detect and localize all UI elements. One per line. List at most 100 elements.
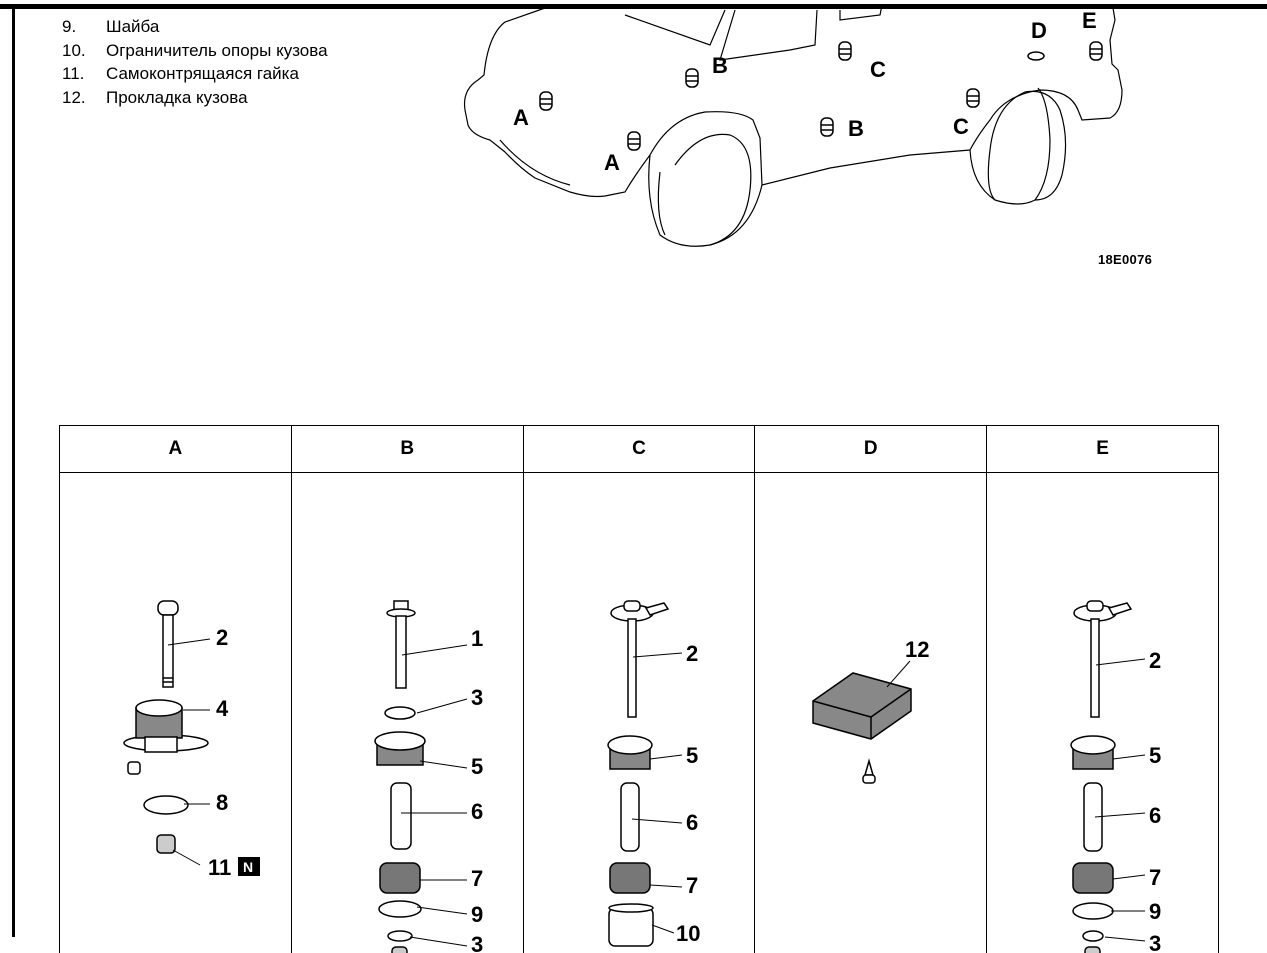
legend-item: 10.Ограничитель опоры кузова bbox=[62, 39, 328, 63]
callout-number: 9 bbox=[471, 902, 483, 927]
callout-number: 11 bbox=[208, 855, 231, 880]
mount-marker-icon bbox=[839, 42, 851, 60]
mount-label: C bbox=[953, 114, 969, 139]
column-d-parts: 12 bbox=[755, 473, 987, 953]
table-header-row: A B C D E bbox=[60, 426, 1219, 473]
mount-label: B bbox=[848, 116, 864, 141]
mount-b-exploded-view: 1 3 5 6 7 9 3 bbox=[292, 473, 524, 953]
callout-number: 6 bbox=[686, 810, 698, 835]
mount-marker-icon bbox=[540, 92, 552, 110]
callout-number: 2 bbox=[1149, 648, 1161, 673]
mount-marker-icon bbox=[1090, 42, 1102, 60]
mount-marker-icon bbox=[628, 132, 640, 150]
mount-marker-icon bbox=[686, 69, 698, 87]
callout-number: 1 bbox=[471, 626, 483, 651]
mount-label: E bbox=[1082, 8, 1097, 33]
callout-number: 5 bbox=[471, 754, 483, 779]
mount-location-labels: A A B B C C D E bbox=[513, 8, 1097, 175]
callout-number: 7 bbox=[686, 873, 698, 898]
left-margin-rule bbox=[12, 5, 15, 937]
legend-item: 9.Шайба bbox=[62, 15, 328, 39]
column-header: D bbox=[755, 426, 987, 473]
table-row: 2 4 8 11 N bbox=[60, 473, 1219, 953]
callout-number: 3 bbox=[471, 932, 483, 953]
legend-number: 10. bbox=[62, 39, 106, 63]
legend-text: Прокладка кузова bbox=[106, 86, 248, 110]
legend-item: 11.Самоконтрящаяся гайка bbox=[62, 62, 328, 86]
callout-number: 8 bbox=[216, 790, 228, 815]
upper-insulator-icon bbox=[375, 732, 425, 765]
upper-insulator-icon bbox=[1071, 736, 1115, 769]
callout-number: 5 bbox=[686, 743, 698, 768]
legend-text: Ограничитель опоры кузова bbox=[106, 39, 328, 63]
legend-number: 12. bbox=[62, 86, 106, 110]
column-header: B bbox=[291, 426, 523, 473]
body-mount-parts-table: A B C D E 2 bbox=[59, 425, 1219, 953]
washer-icon bbox=[1083, 931, 1103, 941]
vehicle-body-mount-diagram: A A B B C C D E bbox=[450, 0, 1150, 280]
column-c-parts: 2 5 6 7 10 bbox=[523, 473, 755, 953]
legend-item: 12.Прокладка кузова bbox=[62, 86, 328, 110]
column-b-parts: 1 3 5 6 7 9 3 bbox=[291, 473, 523, 953]
flange-bolt-icon bbox=[387, 601, 415, 688]
parts-legend: 9.Шайба 10.Ограничитель опоры кузова 11.… bbox=[62, 15, 328, 109]
lower-insulator-icon bbox=[1073, 863, 1113, 893]
mount-label: C bbox=[870, 57, 886, 82]
callout-number: 3 bbox=[471, 685, 483, 710]
callout-number: 2 bbox=[216, 625, 228, 650]
callout-number: 2 bbox=[686, 641, 698, 666]
legend-text: Шайба bbox=[106, 15, 159, 39]
mount-label: D bbox=[1031, 18, 1047, 43]
lower-insulator-icon bbox=[380, 863, 420, 893]
nut-icon bbox=[128, 762, 140, 774]
callout-number: 12 bbox=[905, 637, 929, 662]
callout-number: 5 bbox=[1149, 743, 1161, 768]
mount-c-exploded-view: 2 5 6 7 10 bbox=[524, 473, 756, 953]
screw-icon bbox=[863, 761, 875, 783]
body-pad-icon bbox=[813, 673, 911, 739]
washer-icon bbox=[379, 901, 421, 917]
figure-code: 18E0076 bbox=[1098, 252, 1152, 267]
mount-marker-icon bbox=[967, 89, 979, 107]
callout-number: 6 bbox=[471, 799, 483, 824]
mount-label: A bbox=[604, 150, 620, 175]
bracket-bolt-icon bbox=[1074, 601, 1131, 717]
mount-marker-icon bbox=[821, 118, 833, 136]
mount-label: B bbox=[712, 53, 728, 78]
column-header: C bbox=[523, 426, 755, 473]
washer-icon bbox=[388, 931, 412, 941]
mount-insulator-icon bbox=[124, 700, 208, 752]
self-locking-nut-icon bbox=[1085, 947, 1100, 953]
callout-number: 7 bbox=[1149, 865, 1161, 890]
column-e-parts: 2 5 6 7 9 3 bbox=[987, 473, 1219, 953]
lower-insulator-icon bbox=[610, 863, 650, 893]
column-header: A bbox=[60, 426, 292, 473]
legend-number: 9. bbox=[62, 15, 106, 39]
legend-number: 11. bbox=[62, 62, 106, 86]
collar-icon bbox=[391, 783, 411, 849]
upper-insulator-icon bbox=[608, 736, 652, 769]
washer-icon bbox=[144, 796, 188, 814]
mount-a-exploded-view: 2 4 8 11 N bbox=[60, 473, 292, 953]
column-a-parts: 2 4 8 11 N bbox=[60, 473, 292, 953]
callout-number: 10 bbox=[676, 921, 700, 946]
self-locking-nut-icon bbox=[157, 835, 175, 853]
collar-icon bbox=[621, 783, 639, 851]
callout-number: 7 bbox=[471, 866, 483, 891]
mount-e-exploded-view: 2 5 6 7 9 3 bbox=[987, 473, 1219, 953]
callout-number: 6 bbox=[1149, 803, 1161, 828]
bracket-bolt-icon bbox=[611, 601, 668, 717]
body-mount-stopper-icon bbox=[609, 904, 653, 946]
washer-icon bbox=[385, 707, 415, 719]
callout-number: 9 bbox=[1149, 899, 1161, 924]
mount-d-exploded-view: 12 bbox=[755, 473, 987, 953]
washer-icon bbox=[1073, 903, 1113, 919]
mount-label: A bbox=[513, 105, 529, 130]
new-part-mark: N bbox=[243, 859, 253, 875]
self-locking-nut-icon bbox=[392, 947, 407, 953]
column-header: E bbox=[987, 426, 1219, 473]
legend-text: Самоконтрящаяся гайка bbox=[106, 62, 299, 86]
callout-number: 4 bbox=[216, 696, 229, 721]
vehicle-outline bbox=[465, 5, 1122, 246]
mount-marker-icon bbox=[1028, 52, 1044, 60]
